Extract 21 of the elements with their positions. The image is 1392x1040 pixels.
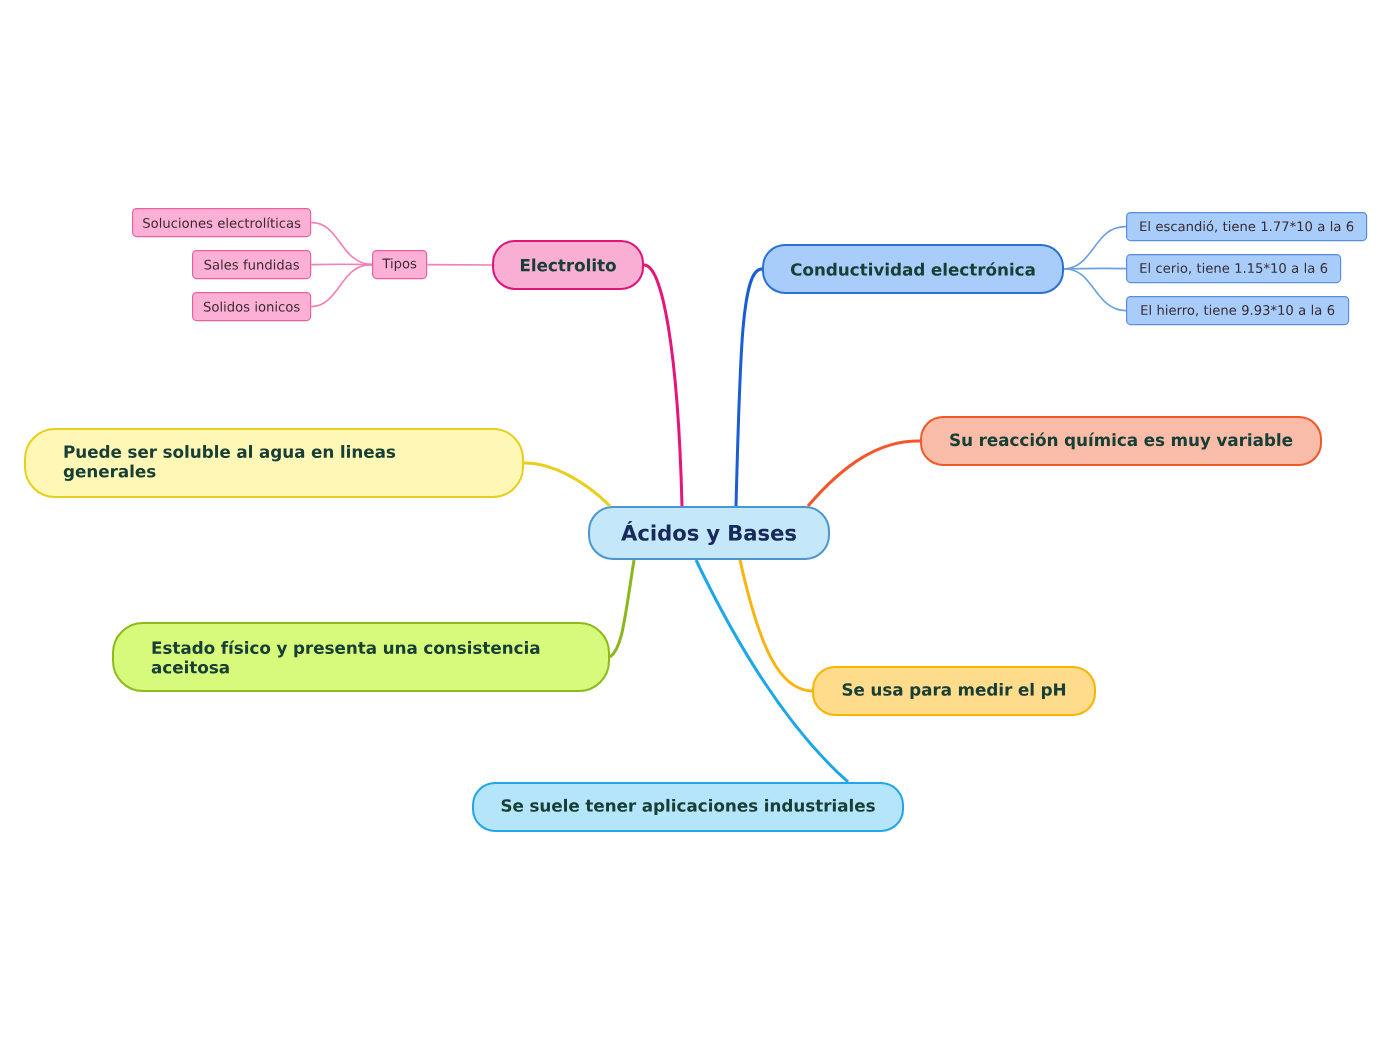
- branch-line: [734, 267, 763, 507]
- connector-line: [1063, 225, 1127, 270]
- branch-line: [524, 461, 612, 508]
- topic-box: Conductividad electrónica: [762, 244, 1064, 294]
- topic-box: Estado físico y presenta una consistencia aceitosa: [112, 622, 610, 692]
- topic-box: Se usa para medir el pH: [812, 666, 1096, 716]
- topic-box: Electrolito: [492, 240, 644, 290]
- branch-line: [643, 263, 684, 507]
- connector-line: [1063, 267, 1127, 270]
- connector-line: [310, 221, 373, 266]
- branch-line: [806, 439, 921, 507]
- branch-line: [738, 559, 813, 693]
- connector-line: [1063, 268, 1127, 312]
- topic-box: Puede ser soluble al agua en lineas generales: [24, 428, 524, 498]
- topic-box: Su reacción química es muy variable: [920, 416, 1322, 466]
- branch-line: [609, 559, 636, 659]
- topic-box: Se suele tener aplicaciones industriales: [472, 782, 904, 832]
- connector-line: [426, 263, 493, 266]
- central-topic: Ácidos y Bases: [588, 506, 830, 560]
- connector-line: [310, 263, 373, 308]
- branch-line: [694, 559, 850, 784]
